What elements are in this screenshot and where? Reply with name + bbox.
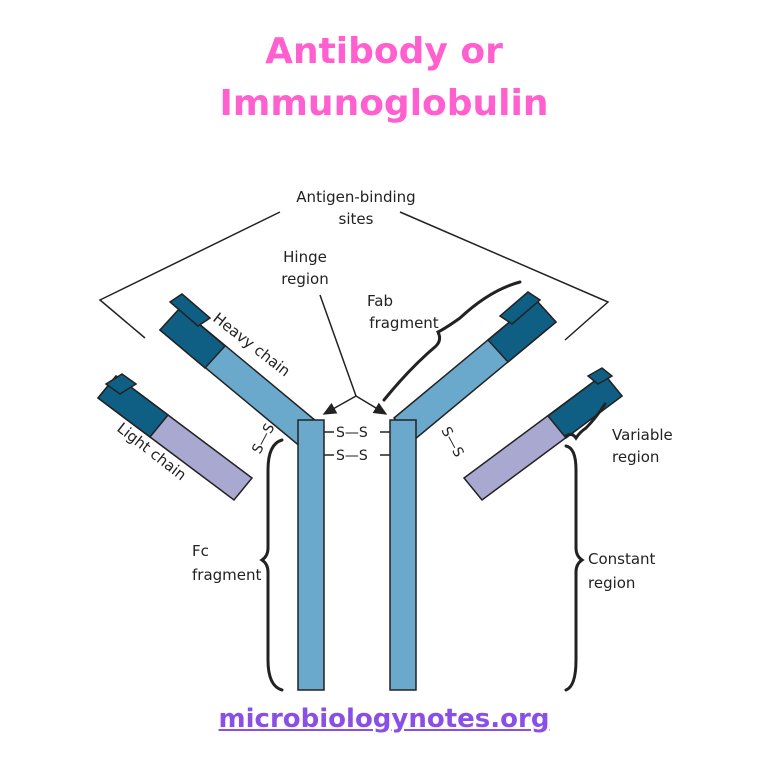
fab-label-1: Fab	[367, 292, 393, 310]
antigen-binding-label-2: sites	[339, 210, 374, 228]
hinge-label-2: region	[281, 270, 328, 288]
antigen-binding-pointers	[98, 211, 610, 341]
fc-brace	[259, 438, 284, 692]
fc-label-1: Fc	[192, 542, 209, 560]
disulfide-label: S—S	[437, 424, 466, 460]
light-chain-right	[462, 367, 624, 502]
hinge-arrows	[319, 294, 388, 415]
variable-label-2: region	[612, 448, 659, 466]
disulfide-label: S—S	[336, 425, 368, 441]
constant-label-2: region	[588, 574, 635, 592]
light-chain-left	[96, 373, 254, 502]
braces	[259, 280, 607, 692]
site-link[interactable]: microbiologynotes.org	[218, 704, 550, 734]
hinge-label-1: Hinge	[283, 248, 327, 266]
disulfide-label: S—S	[249, 421, 278, 457]
variable-label-1: Variable	[612, 426, 673, 444]
fc-label-2: fragment	[192, 566, 262, 584]
fab-brace	[382, 280, 522, 402]
antigen-binding-label-1: Antigen-binding	[296, 188, 415, 206]
heavy-chain-right	[389, 291, 558, 691]
constant-label-1: Constant	[588, 550, 656, 568]
variable-brace	[564, 402, 607, 441]
constant-brace	[564, 444, 585, 692]
fab-label-2: fragment	[369, 314, 439, 332]
heavy-chain-left	[158, 293, 325, 691]
title-line-1: Antibody or	[265, 31, 503, 72]
disulfide-label: S—S	[336, 448, 368, 464]
title-line-2: Immunoglobulin	[219, 83, 549, 124]
